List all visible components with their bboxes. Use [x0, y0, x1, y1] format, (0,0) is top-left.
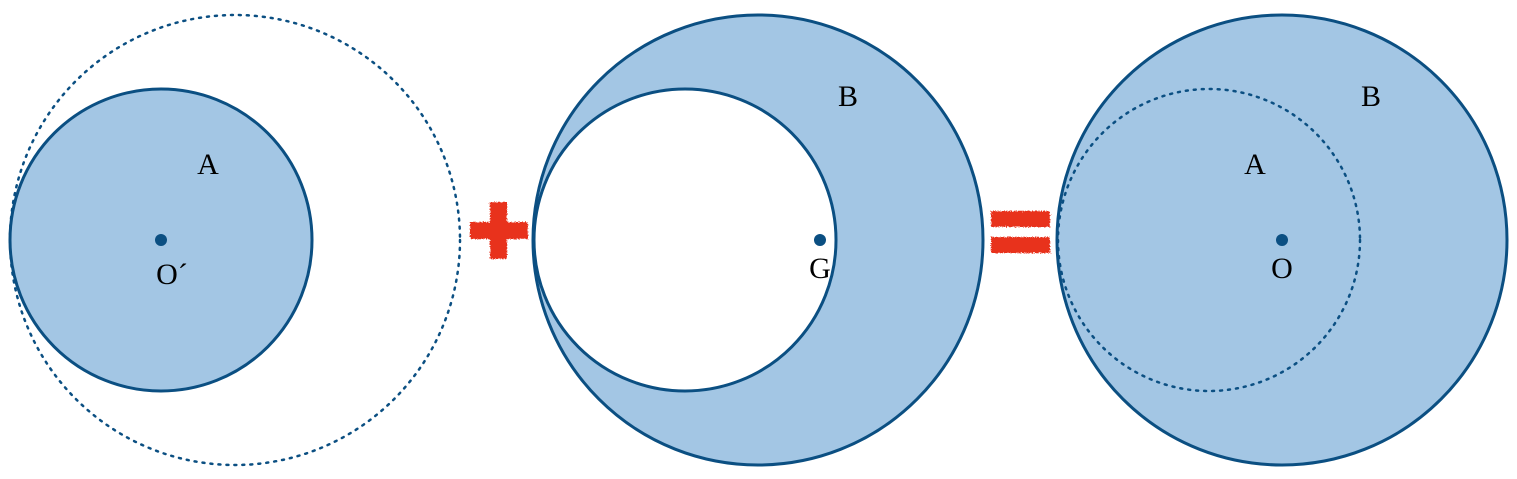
panel-disk-b-with-hole: B G — [531, 13, 985, 467]
equals-sign-icon — [991, 211, 1050, 253]
panel-disk-a: A O´ — [8, 13, 462, 467]
dotted-inner-circle — [1056, 87, 1362, 393]
hole-circle — [532, 87, 838, 393]
plus-sign-icon — [470, 202, 528, 259]
label-center-g: G — [809, 252, 831, 285]
label-center-o-prime: O´ — [156, 258, 188, 291]
center-dot-o — [1276, 234, 1288, 246]
label-disk-b: B — [838, 80, 858, 113]
center-dot-g — [814, 234, 826, 246]
panel-full-disk: B A O — [1055, 13, 1509, 467]
label-outer-b: B — [1361, 80, 1381, 113]
center-dot-o-prime — [155, 234, 167, 246]
label-center-o: O — [1271, 252, 1293, 285]
label-disk-a: A — [197, 148, 219, 181]
label-inner-a: A — [1244, 148, 1266, 181]
